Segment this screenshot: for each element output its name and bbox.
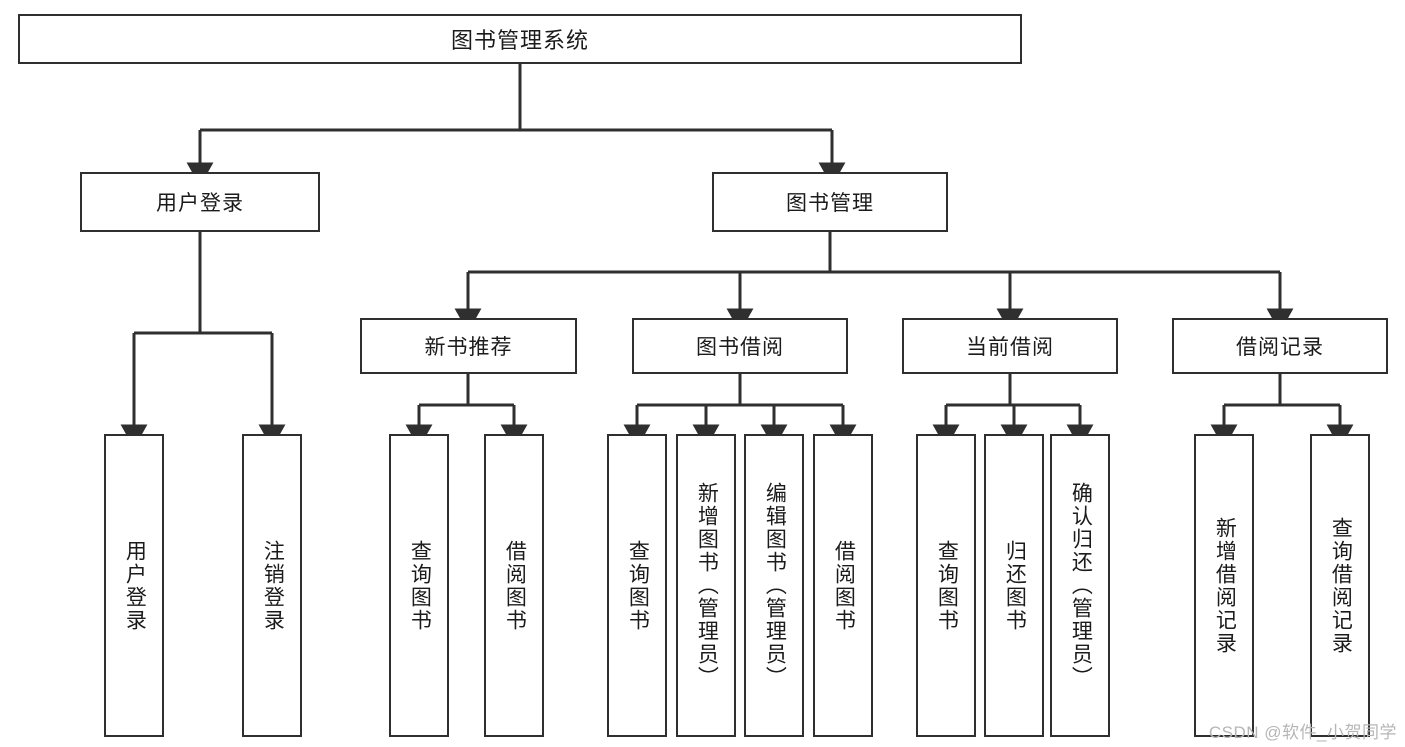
leaf-node[interactable]: 查询借阅记录 xyxy=(1310,434,1370,737)
node-new-book-recommend[interactable]: 新书推荐 xyxy=(360,318,577,374)
leaf-node[interactable]: 新增借阅记录 xyxy=(1194,434,1254,737)
leaf-label: 确认归还（管理员） xyxy=(1069,482,1093,689)
node-book-borrow[interactable]: 图书借阅 xyxy=(632,318,848,374)
node-book-management[interactable]: 图书管理 xyxy=(712,172,948,232)
leaf-label: 编辑图书（管理员） xyxy=(763,482,787,689)
leaf-label: 注销登录 xyxy=(261,539,285,632)
node-current-borrow[interactable]: 当前借阅 xyxy=(902,318,1118,374)
leaf-node[interactable]: 借阅图书 xyxy=(813,434,873,737)
leaf-label: 用户登录 xyxy=(123,539,147,632)
node-borrow-record[interactable]: 借阅记录 xyxy=(1172,318,1388,374)
leaf-node[interactable]: 归还图书 xyxy=(984,434,1044,737)
leaf-label: 借阅图书 xyxy=(832,539,856,632)
node-user-login[interactable]: 用户登录 xyxy=(80,172,320,232)
leaf-label: 查询图书 xyxy=(408,539,432,632)
leaf-node[interactable]: 查询图书 xyxy=(389,434,449,737)
node-borrow-record-label: 借阅记录 xyxy=(1236,336,1324,359)
leaf-label: 查询图书 xyxy=(626,539,650,632)
leaf-node[interactable]: 查询图书 xyxy=(607,434,667,737)
leaf-node[interactable]: 查询图书 xyxy=(916,434,976,737)
leaf-node[interactable]: 借阅图书 xyxy=(484,434,544,737)
leaf-node[interactable]: 编辑图书（管理员） xyxy=(744,434,804,737)
leaf-label: 新增借阅记录 xyxy=(1213,516,1237,655)
leaf-node[interactable]: 确认归还（管理员） xyxy=(1050,434,1110,737)
leaf-label: 查询借阅记录 xyxy=(1329,516,1353,655)
node-book-borrow-label: 图书借阅 xyxy=(696,336,784,359)
leaf-label: 新增图书（管理员） xyxy=(695,482,719,689)
node-root-label: 图书管理系统 xyxy=(450,28,589,53)
node-root[interactable]: 图书管理系统 xyxy=(18,14,1022,64)
leaf-label: 借阅图书 xyxy=(503,539,527,632)
leaf-node[interactable]: 新增图书（管理员） xyxy=(676,434,736,737)
node-new-book-recommend-label: 新书推荐 xyxy=(424,336,513,359)
node-current-borrow-label: 当前借阅 xyxy=(966,336,1054,359)
node-book-management-label: 图书管理 xyxy=(786,192,874,215)
leaf-label: 归还图书 xyxy=(1003,539,1027,632)
leaf-label: 查询图书 xyxy=(935,539,959,632)
leaf-node[interactable]: 注销登录 xyxy=(242,434,302,737)
leaf-node[interactable]: 用户登录 xyxy=(104,434,164,737)
node-user-login-label: 用户登录 xyxy=(156,192,244,215)
